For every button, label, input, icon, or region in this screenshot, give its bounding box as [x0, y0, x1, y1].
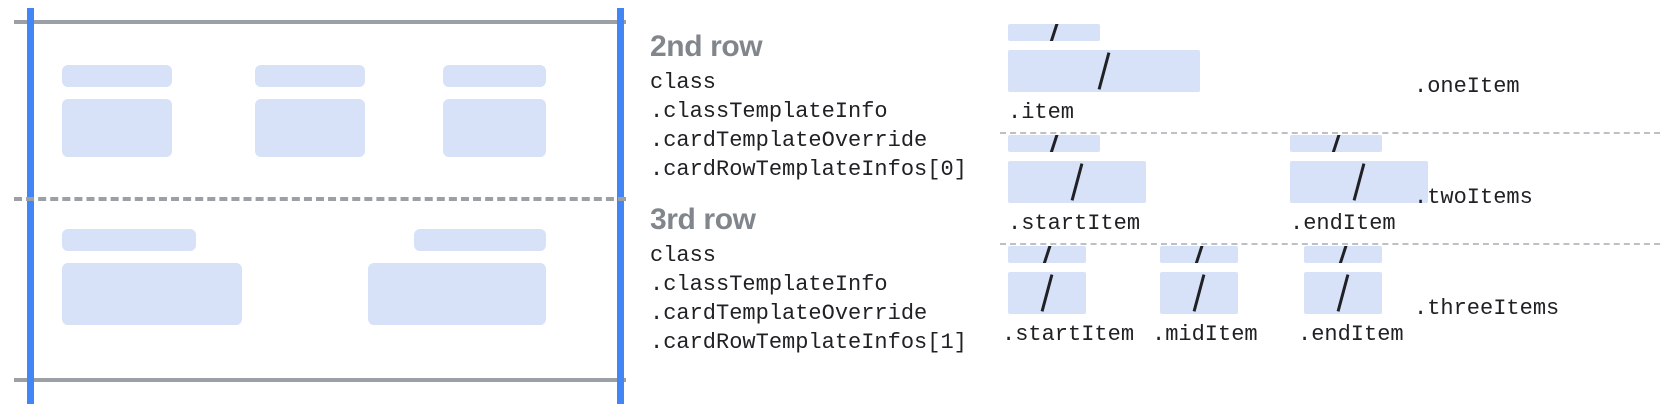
item-template-two: .startItem .endItem .twoItems — [1000, 135, 1676, 245]
row-3-path-line: .cardRowTemplateInfos[1] — [650, 330, 967, 355]
placeholder-body — [62, 263, 242, 325]
row-2-path-line: .cardTemplateOverride — [650, 128, 928, 153]
slot-mini-placeholder — [1290, 135, 1382, 152]
row-2-title: 2nd row — [650, 30, 763, 63]
slash-icon — [1049, 135, 1059, 152]
slot-mini-placeholder — [1160, 246, 1238, 263]
slot-mini-placeholder — [1304, 246, 1382, 263]
row-3-path-line: .cardTemplateOverride — [650, 301, 928, 326]
item-template-divider-dashed — [1000, 243, 1660, 245]
placeholder-label — [443, 65, 546, 87]
item-slot: .endItem — [1298, 246, 1404, 348]
placeholder-body — [443, 99, 546, 157]
slot-mini-placeholder — [1008, 24, 1100, 41]
placeholder-label — [62, 65, 172, 87]
row-3-path-line: .classTemplateInfo — [650, 272, 888, 297]
row-2-path-line: class — [650, 70, 717, 95]
slot-main-placeholder — [1008, 50, 1200, 92]
slot-main-placeholder — [1304, 272, 1382, 314]
slot-main-placeholder — [1008, 161, 1146, 203]
slot-main-placeholder — [1008, 272, 1086, 314]
card-left-guide-line — [27, 8, 34, 404]
item-slot: .midItem — [1152, 246, 1258, 348]
slash-icon — [1040, 274, 1054, 312]
slash-icon — [1336, 274, 1350, 312]
item-template-two-label: .twoItems — [1414, 185, 1533, 210]
slot-label: .startItem — [1002, 322, 1135, 347]
placeholder-label — [414, 229, 546, 251]
card-row-divider-dashed — [14, 197, 626, 201]
slash-icon — [1192, 274, 1206, 312]
item-template-one: .item .oneItem — [1000, 24, 1676, 134]
item-template-one-label: .oneItem — [1414, 74, 1520, 99]
card-right-guide-line — [617, 8, 624, 404]
card-preview-panel — [0, 0, 640, 412]
slot-mini-placeholder — [1008, 135, 1100, 152]
placeholder-label — [255, 65, 365, 87]
slash-icon — [1097, 52, 1111, 90]
slash-icon — [1042, 246, 1052, 263]
item-slot: .item — [1008, 24, 1200, 126]
item-template-panel: .item .oneItem .startItem — [1000, 0, 1676, 412]
slot-label: .endItem — [1298, 322, 1404, 347]
item-template-three-label: .threeItems — [1414, 296, 1560, 321]
row-2-path-line: .cardRowTemplateInfos[0] — [650, 157, 967, 182]
slash-icon — [1194, 246, 1204, 263]
item-template-divider-dashed — [1000, 132, 1660, 134]
placeholder-body — [368, 263, 546, 325]
slash-icon — [1049, 24, 1059, 41]
row-3-description: 3rd row class .classTemplateInfo .cardTe… — [650, 203, 967, 357]
slash-icon — [1070, 163, 1084, 201]
placeholder-body — [255, 99, 365, 157]
row-3-title: 3rd row — [650, 203, 756, 236]
row-2-path-line: .classTemplateInfo — [650, 99, 888, 124]
slot-label: .endItem — [1290, 211, 1396, 236]
row-2-description: 2nd row class .classTemplateInfo .cardTe… — [650, 30, 967, 184]
slot-label: .startItem — [1008, 211, 1141, 236]
item-template-three: .startItem .midItem .endItem — [1000, 246, 1676, 366]
card-top-boundary-line — [14, 20, 626, 24]
slot-label: .midItem — [1152, 322, 1258, 347]
card-bottom-boundary-line — [14, 378, 626, 382]
slot-mini-placeholder — [1008, 246, 1086, 263]
item-slot: .startItem — [1002, 246, 1134, 348]
slot-main-placeholder — [1290, 161, 1428, 203]
item-slot: .endItem — [1290, 135, 1428, 237]
row-3-path-line: class — [650, 243, 717, 268]
item-slot: .startItem — [1008, 135, 1146, 237]
slash-icon — [1338, 246, 1348, 263]
slash-icon — [1352, 163, 1366, 201]
placeholder-body — [62, 99, 172, 157]
placeholder-label — [62, 229, 196, 251]
slot-main-placeholder — [1160, 272, 1238, 314]
slash-icon — [1331, 135, 1341, 152]
slot-label: .item — [1008, 100, 1075, 125]
